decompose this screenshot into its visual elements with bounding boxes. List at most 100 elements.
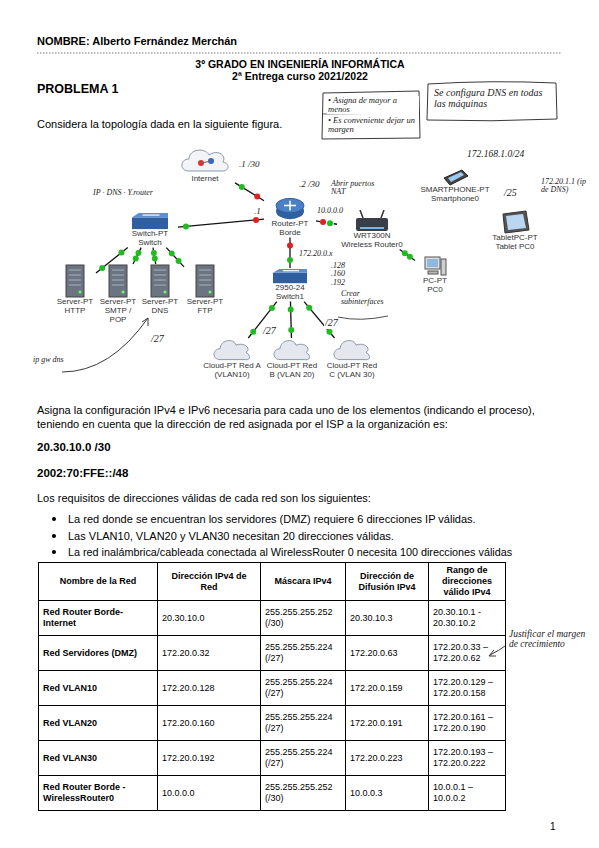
network-device: Cloud-PT Red C (VLAN 30) <box>323 338 381 380</box>
table-value: Red VLAN20 <box>43 718 97 728</box>
handwritten-note: 10.0.0.0 <box>316 207 344 215</box>
network-device: SMARTPHONE-PT Smartphone0 <box>417 168 493 204</box>
link-light <box>253 217 259 223</box>
table-cell: Dirección IPv4 de Red <box>158 563 261 601</box>
table-cell: Red Router Borde-Internet <box>39 601 158 636</box>
device-label: Server-PT HTTP <box>54 298 96 316</box>
table-cell: 20.30.10.0 <box>158 601 261 636</box>
device-icon <box>423 255 447 277</box>
device-label: Internet <box>175 175 235 184</box>
table-cell: Red Servidores (DMZ) <box>39 636 158 671</box>
link-light <box>152 256 158 262</box>
table-value: 172.20.0.129 – 172.20.0.158 <box>433 677 493 698</box>
table-value: Red VLAN10 <box>43 683 97 693</box>
table-cell: 172.20.0.33 – 172.20.0.62 <box>429 636 506 671</box>
table-cell: 10.0.0.3 <box>346 776 429 811</box>
dotted-rule <box>37 53 562 54</box>
device-label: Cloud-PT Red A (VLAN10) <box>203 362 261 380</box>
table-value: 20.30.10.1 - 20.30.10.2 <box>433 607 481 628</box>
table-value: 172.20.0.161 – 172.20.0.190 <box>433 712 493 733</box>
table-value: 255.255.255.224 (/27) <box>265 712 333 733</box>
handwritten-note: .2 /30 <box>298 180 321 189</box>
network-link <box>289 238 290 268</box>
link-light <box>239 184 245 190</box>
network-device: Server-PT SMTP / POP <box>96 264 140 324</box>
device-icon <box>179 145 231 175</box>
link-light <box>306 305 312 311</box>
device-label: PC-PT PC0 <box>415 277 455 295</box>
network-device: Switch-PT Switch <box>122 212 178 248</box>
network-device: WRT300N Wireless Router0 <box>337 210 407 250</box>
network-device: Cloud-PT Red A (VLAN10) <box>203 338 261 380</box>
table-cell: 20.30.10.3 <box>346 601 429 636</box>
table-value: 255.255.255.224 (/27) <box>265 677 333 698</box>
handwritten-note: 172.20.0.x <box>298 250 334 258</box>
link-light <box>288 307 294 313</box>
handwritten-note: Abrir puertos NAT <box>330 180 382 197</box>
table-cell: 172.20.0.160 <box>158 706 261 741</box>
handwritten-note: .128 .160 .192 <box>330 262 358 287</box>
table-cell: 172.20.0.32 <box>158 636 261 671</box>
device-icon <box>131 212 169 230</box>
device-icon <box>355 210 389 232</box>
link-light <box>288 327 294 333</box>
network-device: Server-PT HTTP <box>54 264 96 316</box>
device-label: Switch-PT Switch <box>122 230 178 248</box>
handwritten-note: /27 <box>262 326 277 337</box>
table-cell: Red Router Borde - WirelessRouter0 <box>39 776 158 811</box>
handwritten-note: Justificar el margen de crecimiento <box>508 630 588 650</box>
table-cell: Rango de direcciones válido IPv4 <box>429 563 506 601</box>
body-text: Asigna la configuración IPv4 e IPv6 nece… <box>37 403 565 432</box>
arrow-head <box>489 650 496 656</box>
table-value: 172.20.0.193 – 172.20.0.222 <box>433 747 493 768</box>
body-text: PROBLEMA 1 <box>37 81 119 97</box>
device-icon <box>272 268 308 284</box>
table-cell: 255.255.255.224 (/27) <box>261 636 346 671</box>
link-light <box>287 257 293 263</box>
address-table: Nombre de la RedDirección IPv4 de Red Más… <box>38 562 506 811</box>
handwritten-note: /27 <box>150 334 165 345</box>
network-device: TabletPC-PT Tablet PC0 <box>484 210 546 252</box>
body-text: 2ª Entrega curso 2021/2022 <box>100 70 500 84</box>
body-text: Considera la topología dada en la siguie… <box>37 117 282 131</box>
table-cell: 255.255.255.224 (/27) <box>261 706 346 741</box>
arrow-head <box>142 318 148 326</box>
table-cell: 255.255.255.252 (/30) <box>261 776 346 811</box>
device-icon <box>500 210 530 234</box>
link-light <box>119 250 125 256</box>
link-light <box>183 223 189 229</box>
table-cell: Red VLAN20 <box>39 706 158 741</box>
table-cell: Nombre de la Red <box>39 563 158 601</box>
table-value: 172.20.0.32 <box>162 648 210 658</box>
handwritten-note: /27 <box>324 318 339 329</box>
table-cell: 10.0.0.1 – 10.0.0.2 <box>429 776 506 811</box>
device-icon <box>194 264 216 298</box>
note-box <box>322 91 420 139</box>
body-text: Los requisitos de direcciones válidas de… <box>37 491 371 505</box>
link-light <box>269 305 275 311</box>
link-light <box>135 250 141 256</box>
table-cell: 10.0.0.0 <box>158 776 261 811</box>
device-icon <box>212 338 252 362</box>
table-value: 255.255.255.224 (/27) <box>265 642 333 663</box>
body-text: Las VLAN10, VLAN20 y VLAN30 necesitan 20… <box>68 529 394 543</box>
table-header: Máscara IPv4 <box>274 576 331 586</box>
network-device: Server-PT FTP <box>184 264 226 316</box>
network-device: Internet <box>175 145 235 184</box>
device-label: Server-PT SMTP / POP <box>96 298 140 324</box>
device-icon <box>332 338 372 362</box>
underline-stroke <box>338 316 388 319</box>
device-label: 2950-24 Switch1 <box>265 284 315 302</box>
table-cell: 172.20.0.193 – 172.20.0.222 <box>429 741 506 776</box>
device-label: SMARTPHONE-PT Smartphone0 <box>417 186 493 204</box>
link-light <box>287 243 293 249</box>
table-value: 172.20.0.223 <box>350 753 403 763</box>
device-label: Server-PT FTP <box>184 298 226 316</box>
table-value: 172.20.0.128 <box>162 683 215 693</box>
link-light <box>250 329 256 335</box>
handwritten-note: /25 <box>503 188 518 199</box>
table-cell: Dirección de Difusión IPv4 <box>346 563 429 601</box>
table-value: 255.255.255.252 (/30) <box>265 607 333 628</box>
table-value: 172.20.0.159 <box>350 683 403 693</box>
network-link <box>178 219 264 227</box>
